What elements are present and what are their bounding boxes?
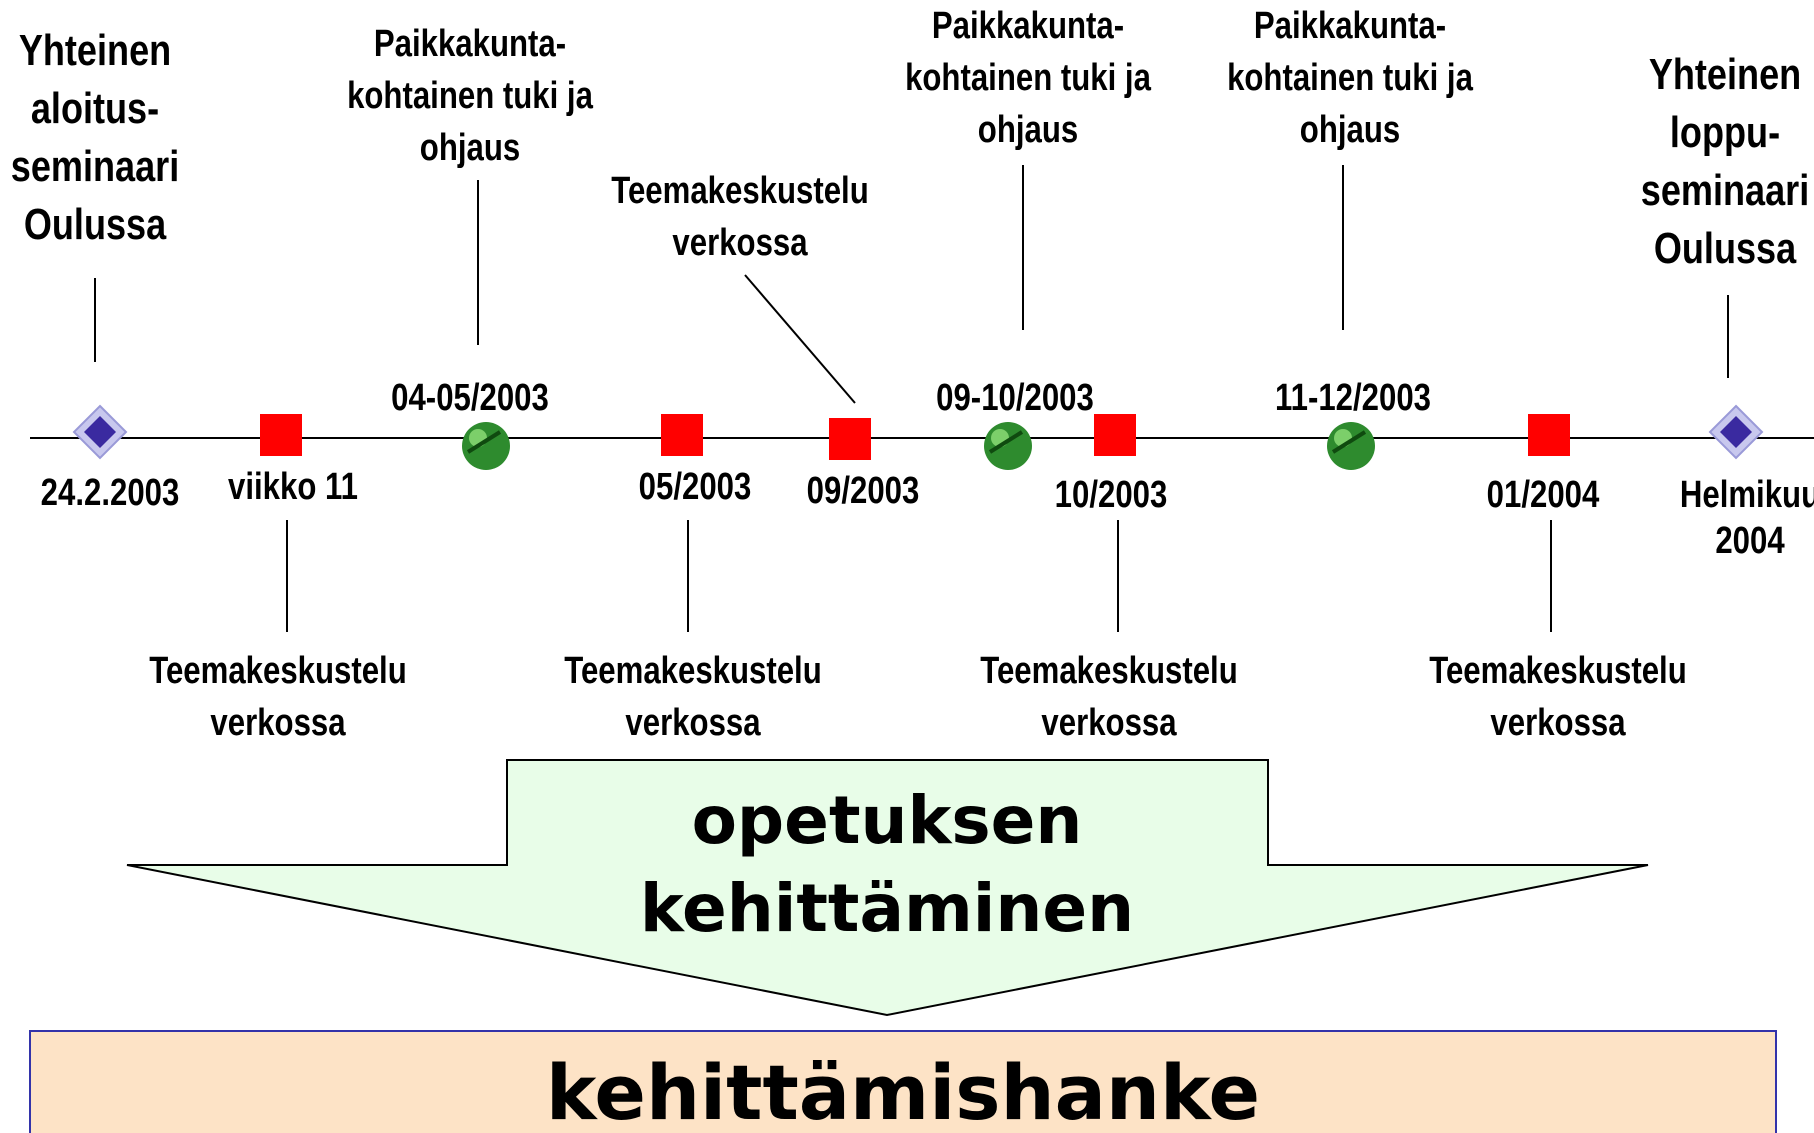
date-05-2003: 05/2003 bbox=[638, 466, 752, 508]
guidance-marker-11-12 bbox=[1327, 422, 1375, 470]
date-viikko-11: viikko 11 bbox=[228, 466, 358, 508]
online-marker-viikko-11 bbox=[260, 414, 302, 456]
label-online-3: Teemakeskustelu verkossa bbox=[980, 650, 1238, 744]
label-online-1: Teemakeskustelu verkossa bbox=[149, 650, 407, 744]
label-online-top: Teemakeskustelu verkossa bbox=[611, 170, 869, 264]
guidance-marker-04-05 bbox=[462, 422, 510, 470]
label-guidance-1: Paikkakunta- kohtainen tuki ja ohjaus bbox=[347, 23, 593, 169]
label-guidance-2: Paikkakunta- kohtainen tuki ja ohjaus bbox=[905, 5, 1151, 151]
development-arrow bbox=[126, 759, 1649, 1017]
date-01-2004: 01/2004 bbox=[1486, 474, 1600, 516]
seminar-end-marker bbox=[1708, 404, 1764, 460]
date-helmikuu-2004: Helmikuu 2004 bbox=[1679, 474, 1814, 562]
date-09-2003: 09/2003 bbox=[806, 470, 920, 512]
connector-online-top bbox=[744, 274, 856, 404]
arrow-label: opetuksen kehittäminen bbox=[639, 782, 1135, 947]
project-box-label: kehittämishanke bbox=[545, 1048, 1261, 1133]
guidance-marker-09-10 bbox=[984, 422, 1032, 470]
date-09-10-2003: 09-10/2003 bbox=[936, 377, 1094, 419]
online-marker-10-2003 bbox=[1094, 414, 1136, 456]
online-marker-09-2003 bbox=[829, 418, 871, 460]
date-10-2003: 10/2003 bbox=[1054, 474, 1168, 516]
online-marker-01-2004 bbox=[1528, 414, 1570, 456]
date-24-2-2003: 24.2.2003 bbox=[40, 472, 180, 514]
label-start-seminar: Yhteinen aloitus- seminaari Oulussa bbox=[10, 26, 180, 249]
label-end-seminar: Yhteinen loppu- seminaari Oulussa bbox=[1640, 50, 1810, 273]
label-guidance-3: Paikkakunta- kohtainen tuki ja ohjaus bbox=[1227, 5, 1473, 151]
date-11-12-2003: 11-12/2003 bbox=[1275, 377, 1431, 419]
label-online-2: Teemakeskustelu verkossa bbox=[564, 650, 822, 744]
seminar-start-marker bbox=[72, 404, 128, 460]
online-marker-05-2003 bbox=[661, 414, 703, 456]
date-04-05-2003: 04-05/2003 bbox=[391, 377, 549, 419]
project-box bbox=[29, 1030, 1777, 1133]
label-online-4: Teemakeskustelu verkossa bbox=[1429, 650, 1687, 744]
